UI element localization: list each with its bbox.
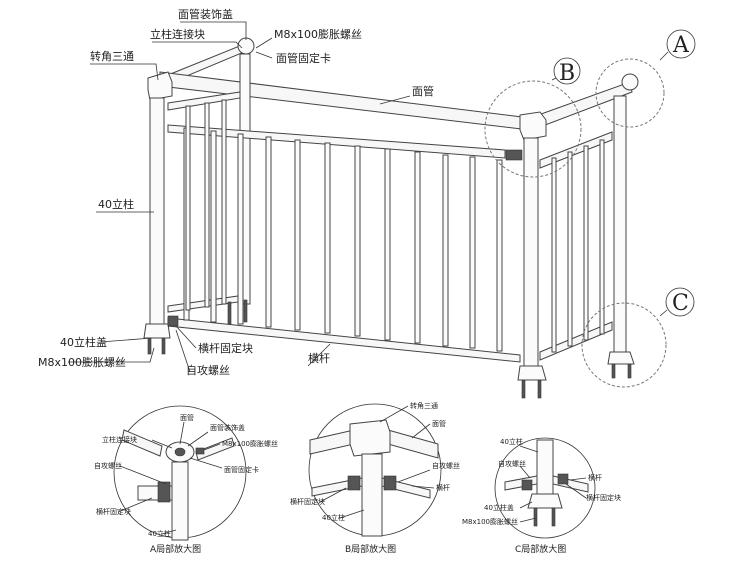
callout-letter-a-ring bbox=[666, 29, 696, 59]
label-bolt-bottom: M8x100膨胀螺丝 bbox=[38, 355, 126, 369]
detail-a-label-cap-cover: 面管装饰盖 bbox=[210, 423, 245, 432]
detail-b-label-cross-bar: 横杆 bbox=[436, 483, 450, 492]
detail-c-label-cross-bar: 横杆 bbox=[588, 473, 602, 482]
detail-c-label-self-tap-screw: 自攻螺丝 bbox=[498, 459, 526, 468]
post-back-right bbox=[613, 95, 627, 355]
callout-letter-c-ring bbox=[665, 287, 695, 317]
label-post40: 40立柱 bbox=[98, 197, 134, 211]
front-balusters bbox=[183, 127, 503, 352]
detail-b-label-post40: 40立柱 bbox=[322, 513, 345, 522]
left-lower-crossbar bbox=[167, 295, 239, 313]
detail-a-label-post-connector: 立柱连接块 bbox=[102, 435, 137, 444]
post-front-right bbox=[523, 137, 539, 369]
detail-c-label-rail-fix-block: 横杆固定块 bbox=[586, 493, 621, 502]
detail-a-label-bolt: M8x100膨胀螺丝 bbox=[222, 439, 278, 448]
label-rail-clip: 面管固定卡 bbox=[276, 51, 331, 65]
post-base-back bbox=[607, 351, 635, 365]
detail-b-label-corner-tee: 转角三通 bbox=[410, 401, 438, 410]
main-leader-lines bbox=[68, 21, 411, 373]
detail-a-view bbox=[113, 405, 247, 541]
detail-c-frame bbox=[494, 437, 596, 539]
detail-a-caption: A局部放大图 bbox=[150, 543, 201, 555]
callout-letter-b: B bbox=[559, 61, 575, 86]
callout-circle-a bbox=[595, 58, 665, 128]
label-self-tap-screw: 自攻螺丝 bbox=[186, 363, 230, 377]
front-upper-crossbar bbox=[167, 124, 506, 159]
anchor-bolts bbox=[147, 299, 632, 399]
detail-c-caption: C局部放大图 bbox=[515, 543, 566, 555]
left-upper-crossbar bbox=[167, 91, 241, 111]
callout-letter-a: A bbox=[672, 33, 690, 58]
detail-a-label-top-rail: 面管 bbox=[180, 413, 194, 422]
label-top-rail: 面管 bbox=[412, 84, 434, 98]
main-railing-drawing bbox=[68, 21, 696, 399]
detail-b-label-self-tap-screw: 自攻螺丝 bbox=[432, 461, 460, 470]
fix-block-front bbox=[505, 149, 523, 161]
post-base-right bbox=[517, 365, 547, 381]
detail-b-caption: B局部放大图 bbox=[345, 543, 396, 555]
label-cross-bar: 横杆 bbox=[308, 351, 330, 365]
right-balusters bbox=[551, 139, 605, 353]
label-post-connector: 立柱连接块 bbox=[150, 27, 205, 41]
corner-tee-right bbox=[519, 111, 547, 141]
label-rail-fix-block: 横杆固定块 bbox=[198, 341, 253, 355]
detail-c-label-bolt: M8x100膨胀螺丝 bbox=[462, 517, 518, 526]
detail-b-label-rail-fix-block: 横杆固定块 bbox=[290, 497, 325, 506]
left-balusters bbox=[185, 99, 227, 311]
label-cap-cover: 面管装饰盖 bbox=[178, 7, 233, 21]
front-lower-crossbar bbox=[167, 317, 521, 363]
detail-a-label-rail-fix-block: 横杆固定块 bbox=[96, 507, 131, 516]
label-corner-tee: 转角三通 bbox=[90, 49, 134, 63]
detail-a-label-post40: 40立柱 bbox=[148, 529, 171, 538]
callout-letter-b-ring bbox=[553, 57, 581, 85]
label-bolt-top: M8x100膨胀螺丝 bbox=[274, 27, 362, 41]
detail-b-label-top-rail: 面管 bbox=[432, 419, 446, 428]
fix-block-lower-left bbox=[167, 315, 179, 327]
post-base-left bbox=[143, 323, 171, 339]
detail-c-label-post40: 40立柱 bbox=[500, 437, 523, 446]
cap-cover-right bbox=[621, 73, 639, 91]
label-post-cap: 40立柱盖 bbox=[60, 335, 107, 349]
callout-circle-b bbox=[484, 80, 582, 178]
callout-circle-c bbox=[581, 302, 667, 388]
detail-a-label-self-tap-screw: 自攻螺丝 bbox=[94, 461, 122, 470]
callout-letter-c: C bbox=[672, 291, 689, 316]
detail-c-label-post-cap: 40立柱盖 bbox=[484, 503, 514, 512]
corner-tee-left bbox=[147, 71, 173, 101]
detail-c-view bbox=[494, 437, 596, 539]
detail-b-view bbox=[308, 403, 442, 537]
detail-a-label-rail-clip: 面管固定卡 bbox=[224, 465, 259, 474]
